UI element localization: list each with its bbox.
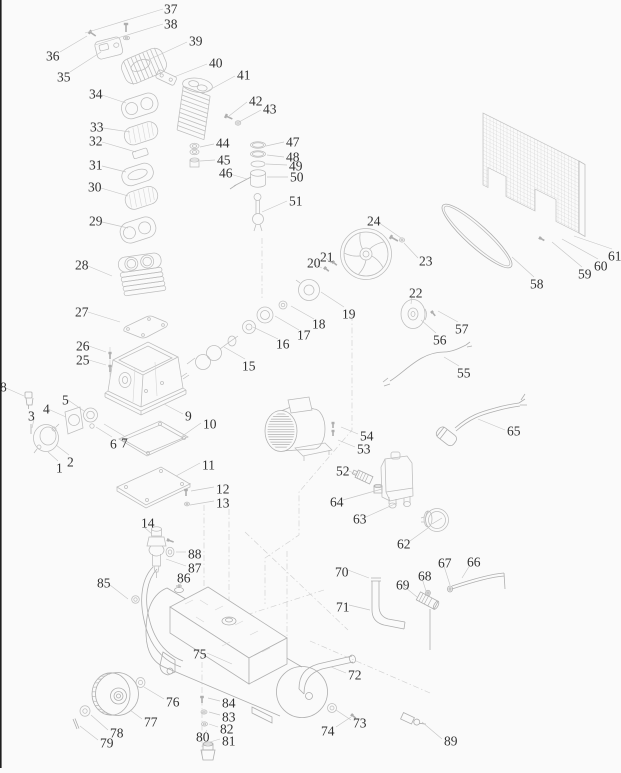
svg-text:78: 78 [110,726,124,741]
svg-text:42: 42 [249,94,263,109]
svg-text:3: 3 [28,409,35,424]
svg-text:25: 25 [76,353,90,368]
svg-text:54: 54 [360,429,374,444]
svg-text:77: 77 [144,715,158,730]
svg-text:39: 39 [189,34,203,49]
svg-text:81: 81 [222,734,236,749]
svg-text:44: 44 [216,136,230,151]
svg-text:89: 89 [444,734,458,749]
svg-text:74: 74 [321,724,335,739]
svg-text:49: 49 [289,159,303,174]
svg-text:88: 88 [188,547,202,562]
svg-text:58: 58 [530,277,544,292]
svg-text:18: 18 [312,317,326,332]
svg-text:8: 8 [0,380,7,395]
svg-text:20: 20 [307,256,321,271]
svg-text:45: 45 [217,153,231,168]
svg-text:60: 60 [594,259,608,274]
svg-text:37: 37 [164,2,178,17]
svg-text:5: 5 [62,393,69,408]
svg-text:48: 48 [286,150,300,165]
svg-text:56: 56 [433,333,447,348]
svg-text:76: 76 [166,695,180,710]
svg-text:71: 71 [336,600,350,615]
svg-text:10: 10 [203,417,217,432]
svg-text:29: 29 [89,214,103,229]
svg-text:80: 80 [196,730,210,745]
svg-text:12: 12 [216,482,230,497]
svg-text:83: 83 [222,710,236,725]
svg-text:28: 28 [75,258,89,273]
svg-text:57: 57 [455,322,469,337]
svg-text:23: 23 [419,254,433,269]
svg-text:46: 46 [219,166,233,181]
svg-text:41: 41 [237,68,251,83]
svg-text:65: 65 [507,424,521,439]
svg-text:1: 1 [56,461,63,476]
svg-text:31: 31 [89,158,103,173]
svg-text:30: 30 [88,180,102,195]
svg-text:63: 63 [353,512,367,527]
svg-text:67: 67 [438,556,452,571]
svg-text:33: 33 [90,120,104,135]
svg-text:43: 43 [263,102,277,117]
svg-text:40: 40 [209,56,223,71]
svg-text:14: 14 [141,516,155,531]
svg-text:79: 79 [100,736,114,751]
svg-text:61: 61 [608,249,621,264]
svg-text:86: 86 [177,571,191,586]
svg-text:26: 26 [76,339,90,354]
svg-text:27: 27 [75,305,89,320]
svg-text:85: 85 [97,576,111,591]
svg-text:75: 75 [193,647,207,662]
svg-text:35: 35 [57,70,71,85]
svg-text:51: 51 [289,194,303,209]
svg-text:50: 50 [290,170,304,185]
svg-text:7: 7 [121,436,128,451]
svg-text:66: 66 [467,555,481,570]
svg-text:13: 13 [216,496,230,511]
svg-text:6: 6 [110,437,117,452]
svg-text:82: 82 [220,722,234,737]
svg-text:9: 9 [185,409,192,424]
svg-text:19: 19 [342,307,356,322]
svg-text:36: 36 [46,49,60,64]
svg-text:53: 53 [357,442,371,457]
svg-text:21: 21 [320,250,334,265]
svg-text:87: 87 [188,561,202,576]
svg-text:72: 72 [348,668,362,683]
svg-text:22: 22 [409,286,423,301]
svg-text:52: 52 [336,464,350,479]
svg-text:4: 4 [43,402,50,417]
svg-text:38: 38 [164,17,178,32]
svg-text:69: 69 [396,578,410,593]
svg-text:64: 64 [330,495,344,510]
svg-text:59: 59 [578,267,592,282]
svg-text:68: 68 [418,569,432,584]
svg-text:24: 24 [367,214,381,229]
svg-text:55: 55 [457,366,471,381]
svg-text:62: 62 [397,537,411,552]
svg-text:16: 16 [276,337,290,352]
svg-text:2: 2 [67,455,74,470]
svg-text:11: 11 [202,458,215,473]
svg-text:34: 34 [89,87,103,102]
svg-text:73: 73 [353,716,367,731]
svg-text:47: 47 [286,135,300,150]
svg-text:15: 15 [242,359,256,374]
svg-text:84: 84 [222,696,236,711]
svg-text:32: 32 [89,134,103,149]
svg-text:70: 70 [335,565,349,580]
svg-text:17: 17 [297,328,311,343]
